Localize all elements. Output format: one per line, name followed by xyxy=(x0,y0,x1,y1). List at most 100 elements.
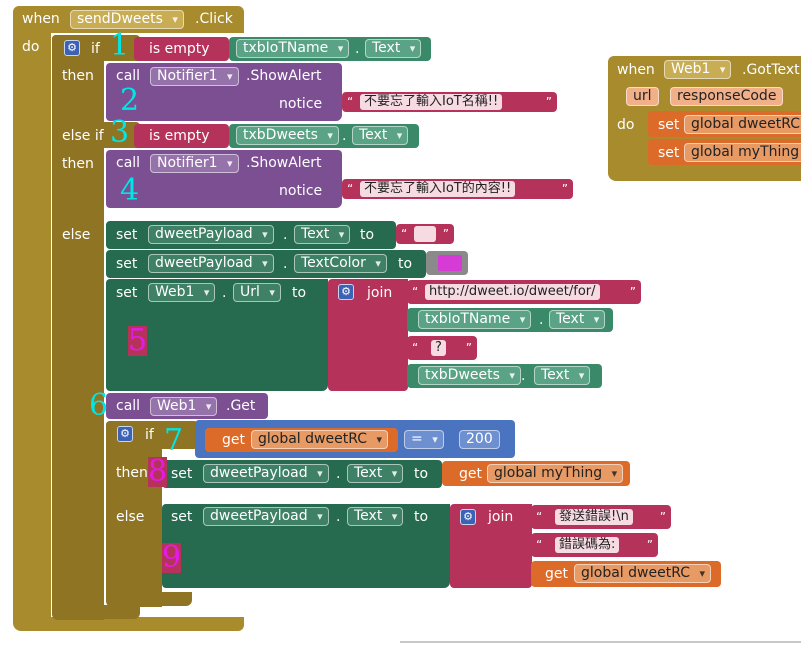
step-number-4: 4 xyxy=(120,173,140,208)
call-label: call xyxy=(116,398,141,414)
is-empty-label: is empty xyxy=(149,128,210,144)
variable-dropdown[interactable]: global dweetRC xyxy=(684,115,801,134)
get-label: get xyxy=(459,466,482,482)
inner-else-label: else xyxy=(116,509,145,525)
color-block[interactable] xyxy=(426,251,468,275)
string-value[interactable]: 不要忘了輸入IoT的內容!! xyxy=(360,181,516,197)
component-dropdown[interactable]: Web1 xyxy=(150,397,218,416)
to-label: to xyxy=(414,466,429,482)
component-dropdown[interactable]: Web1 xyxy=(664,60,732,79)
do-label: do xyxy=(617,117,635,133)
property-dropdown[interactable]: Text xyxy=(294,225,351,244)
notice-label: notice xyxy=(279,96,323,112)
property-dropdown[interactable]: Text xyxy=(347,507,404,526)
dot: . xyxy=(355,41,360,57)
component-dropdown[interactable]: Notifier1 xyxy=(150,67,239,86)
variable-dropdown[interactable]: global dweetRC xyxy=(574,564,712,583)
string-literal[interactable]: “?” xyxy=(407,336,477,360)
call-label: call xyxy=(116,155,141,171)
set-label: set xyxy=(116,256,138,272)
dot: . xyxy=(539,312,544,328)
to-label: to xyxy=(398,256,413,272)
join-label: join xyxy=(367,285,393,301)
dot: . xyxy=(521,368,526,384)
if-block-footer xyxy=(52,605,140,619)
is-empty-label: is empty xyxy=(149,41,210,57)
property-dropdown[interactable]: Text xyxy=(549,310,606,329)
set-label: set xyxy=(171,466,193,482)
component-dropdown[interactable]: sendDweets xyxy=(70,10,184,29)
component-dropdown[interactable]: dweetPayload xyxy=(203,464,329,483)
is-empty-block[interactable] xyxy=(134,37,229,61)
number-value[interactable]: 200 xyxy=(459,430,500,449)
string-literal[interactable]: “不要忘了輸入IoT名稱!!” xyxy=(342,92,557,112)
component-dropdown[interactable]: txbIoTName xyxy=(236,39,350,58)
to-label: to xyxy=(360,227,375,243)
when-label: when xyxy=(22,11,60,27)
variable-dropdown[interactable]: global myThing xyxy=(684,143,801,162)
string-literal[interactable]: “不要忘了輸入IoT的內容!!” xyxy=(342,179,573,199)
event-footer xyxy=(13,617,244,631)
when-label: when xyxy=(617,62,655,78)
property-dropdown[interactable]: Text xyxy=(347,464,404,483)
dot: . xyxy=(283,227,288,243)
string-value[interactable] xyxy=(414,226,436,242)
param-responsecode[interactable]: responseCode xyxy=(670,87,784,106)
property-dropdown[interactable]: Url xyxy=(233,283,281,302)
set-label: set xyxy=(116,227,138,243)
elseif-row[interactable] xyxy=(52,122,140,148)
string-literal[interactable]: “http://dweet.io/dweet/for/” xyxy=(407,280,641,304)
notice-label: notice xyxy=(279,183,323,199)
to-label: to xyxy=(292,285,307,301)
string-value[interactable]: http://dweet.io/dweet/for/ xyxy=(425,284,600,300)
operator-dropdown[interactable]: = xyxy=(404,430,444,449)
component-dropdown[interactable]: txbIoTName xyxy=(418,310,532,329)
set-label: set xyxy=(658,145,680,161)
component-dropdown[interactable]: txbDweets xyxy=(236,126,339,145)
get-label: get xyxy=(545,566,568,582)
dot: . xyxy=(336,466,341,482)
if-label: if xyxy=(91,41,100,57)
join-mutator-gear-icon[interactable]: ⚙ xyxy=(460,509,476,525)
component-dropdown[interactable]: txbDweets xyxy=(418,366,521,385)
string-value[interactable]: 錯誤碼為: xyxy=(555,537,620,553)
set-label: set xyxy=(116,285,138,301)
join-mutator-gear-icon[interactable]: ⚙ xyxy=(338,284,354,300)
param-url[interactable]: url xyxy=(626,87,659,106)
component-dropdown[interactable]: dweetPayload xyxy=(148,254,274,273)
string-value[interactable]: 不要忘了輸入IoT名稱!! xyxy=(360,94,503,110)
step-number-1: 1 xyxy=(110,28,130,63)
variable-dropdown[interactable]: global myThing xyxy=(487,464,624,483)
is-empty-block[interactable] xyxy=(134,124,229,148)
color-swatch[interactable] xyxy=(438,255,462,271)
else-label: else xyxy=(62,227,91,243)
step-number-8: 8 xyxy=(148,454,168,489)
property-dropdown[interactable]: Text xyxy=(365,39,422,58)
dot: . xyxy=(283,256,288,272)
method-label: .Get xyxy=(226,398,256,414)
horizontal-scrollbar[interactable] xyxy=(400,641,801,643)
component-dropdown[interactable]: dweetPayload xyxy=(148,225,274,244)
property-dropdown[interactable]: Text xyxy=(352,126,409,145)
mutator-gear-icon[interactable]: ⚙ xyxy=(64,40,80,56)
component-dropdown[interactable]: dweetPayload xyxy=(203,507,329,526)
set-label: set xyxy=(658,117,680,133)
string-literal[interactable]: “發送錯誤!\n” xyxy=(531,505,671,529)
component-dropdown[interactable]: Web1 xyxy=(148,283,216,302)
do-label: do xyxy=(22,39,40,55)
dot: . xyxy=(342,128,347,144)
inner-mutator-gear-icon[interactable]: ⚙ xyxy=(117,426,133,442)
method-label: .ShowAlert xyxy=(246,155,322,171)
string-value[interactable]: ? xyxy=(431,340,446,356)
property-dropdown[interactable]: TextColor xyxy=(294,254,387,273)
property-dropdown[interactable]: Text xyxy=(534,366,591,385)
component-dropdown[interactable]: Notifier1 xyxy=(150,154,239,173)
inner-if-footer xyxy=(106,592,192,606)
join-label: join xyxy=(488,509,514,525)
step-number-7: 7 xyxy=(164,423,184,458)
inner-if-label: if xyxy=(145,427,154,443)
string-value[interactable]: 發送錯誤!\n xyxy=(555,509,633,525)
variable-dropdown[interactable]: global dweetRC xyxy=(251,430,389,449)
string-literal[interactable]: “錯誤碼為:” xyxy=(531,533,658,557)
empty-string-literal[interactable]: “” xyxy=(396,224,454,244)
